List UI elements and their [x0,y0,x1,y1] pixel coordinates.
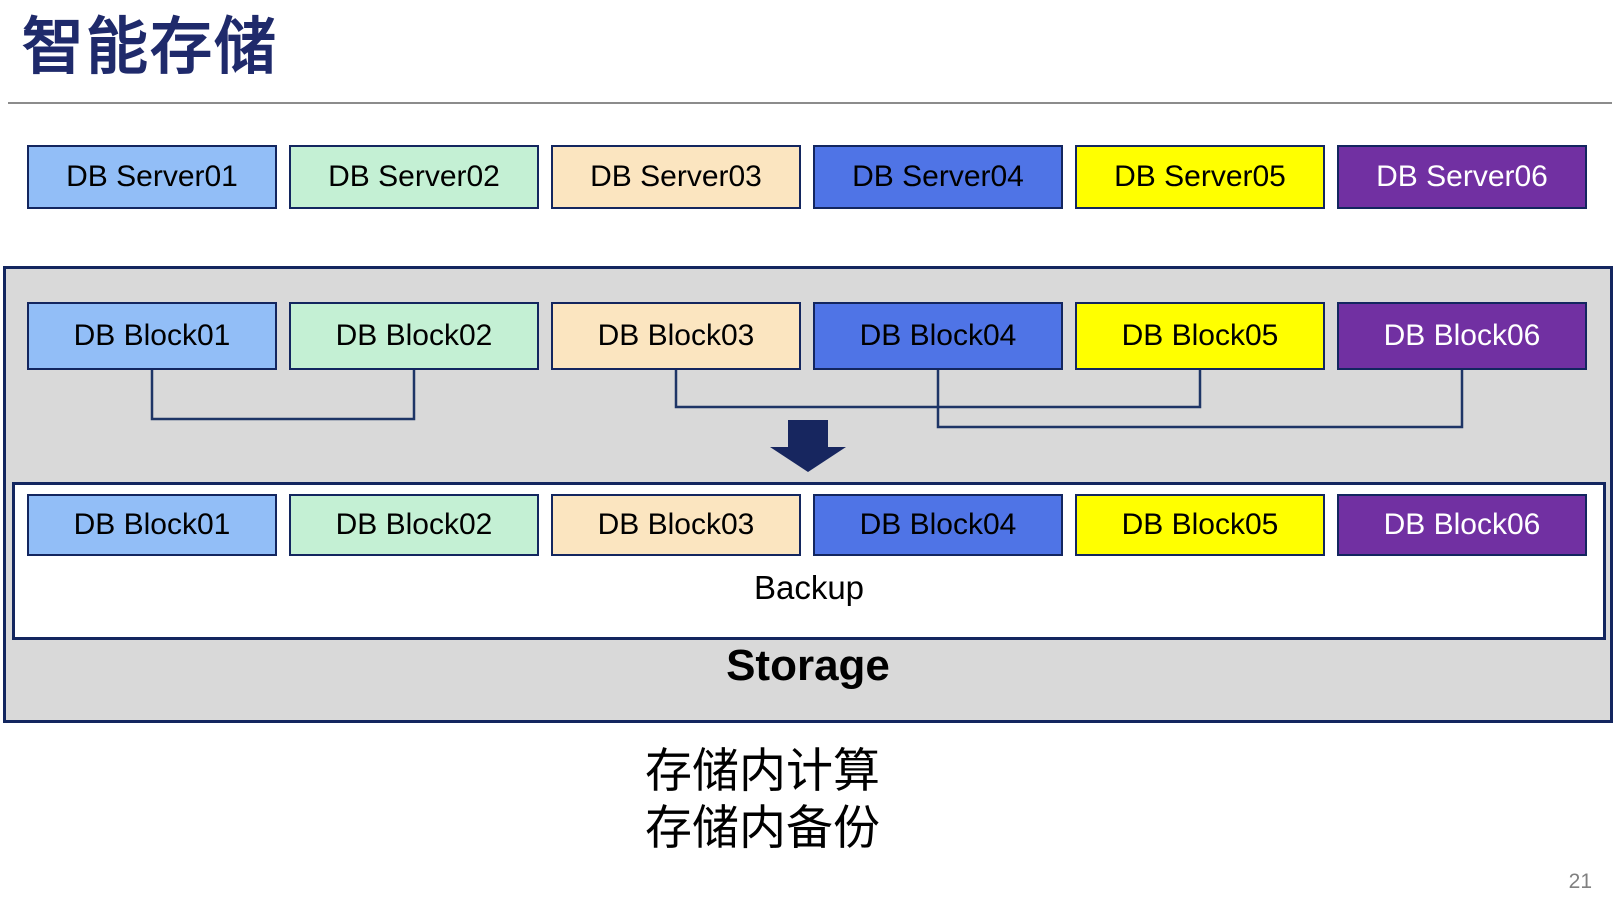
db-block-backup-box-03: DB Block03 [551,494,801,556]
caption: 存储内计算 存储内备份 [645,742,880,856]
db-server-box-05: DB Server05 [1075,145,1325,209]
db-block-box-02: DB Block02 [289,302,539,370]
db-block-label: DB Block06 [1383,508,1541,541]
db-block-label: DB Block03 [597,508,755,541]
backup-box: DB Block01 DB Block02 DB Block03 DB Bloc… [12,482,1606,640]
db-server-box-06: DB Server06 [1337,145,1587,209]
db-block-label: DB Block02 [335,319,493,352]
storage-container: DB Block01 DB Block02 DB Block03 DB Bloc… [3,266,1613,723]
db-server-box-03: DB Server03 [551,145,801,209]
db-server-row: DB Server01 DB Server02 DB Server03 DB S… [27,145,1587,209]
db-server-box-02: DB Server02 [289,145,539,209]
db-block-label: DB Block01 [73,319,231,352]
backup-label: Backup [753,569,865,606]
page-number: 21 [1568,870,1592,893]
db-block-row-backup: DB Block01 DB Block02 DB Block03 DB Bloc… [27,494,1587,556]
connector-block04-block06 [936,370,1464,429]
db-block-label: DB Block05 [1121,319,1279,352]
title-divider [8,102,1612,104]
db-block-box-06: DB Block06 [1337,302,1587,370]
db-block-label: DB Block02 [335,508,493,541]
db-block-row-source: DB Block01 DB Block02 DB Block03 DB Bloc… [27,302,1587,370]
db-block-label: DB Block04 [859,319,1017,352]
db-server-label: DB Server06 [1376,160,1548,193]
db-server-label: DB Server03 [590,160,762,193]
db-block-box-04: DB Block04 [813,302,1063,370]
db-server-label: DB Server02 [328,160,500,193]
db-block-backup-box-06: DB Block06 [1337,494,1587,556]
connector-block01-block02 [150,370,416,421]
db-block-backup-box-02: DB Block02 [289,494,539,556]
db-server-box-04: DB Server04 [813,145,1063,209]
db-block-label: DB Block04 [859,508,1017,541]
db-block-box-03: DB Block03 [551,302,801,370]
storage-label: Storage [726,641,890,690]
db-block-backup-box-05: DB Block05 [1075,494,1325,556]
down-arrow-icon [770,420,846,472]
db-server-label: DB Server04 [852,160,1024,193]
db-block-box-01: DB Block01 [27,302,277,370]
db-server-box-01: DB Server01 [27,145,277,209]
page-title: 智能存储 [22,13,279,82]
db-block-backup-box-01: DB Block01 [27,494,277,556]
db-block-box-05: DB Block05 [1075,302,1325,370]
db-block-label: DB Block01 [73,508,231,541]
caption-line-1: 存储内计算 [645,744,880,797]
db-server-label: DB Server01 [66,160,238,193]
db-block-label: DB Block06 [1383,319,1541,352]
db-block-backup-box-04: DB Block04 [813,494,1063,556]
db-block-label: DB Block03 [597,319,755,352]
db-server-label: DB Server05 [1114,160,1286,193]
connector-lines [150,370,1464,472]
caption-line-2: 存储内备份 [645,801,880,854]
db-block-label: DB Block05 [1121,508,1279,541]
